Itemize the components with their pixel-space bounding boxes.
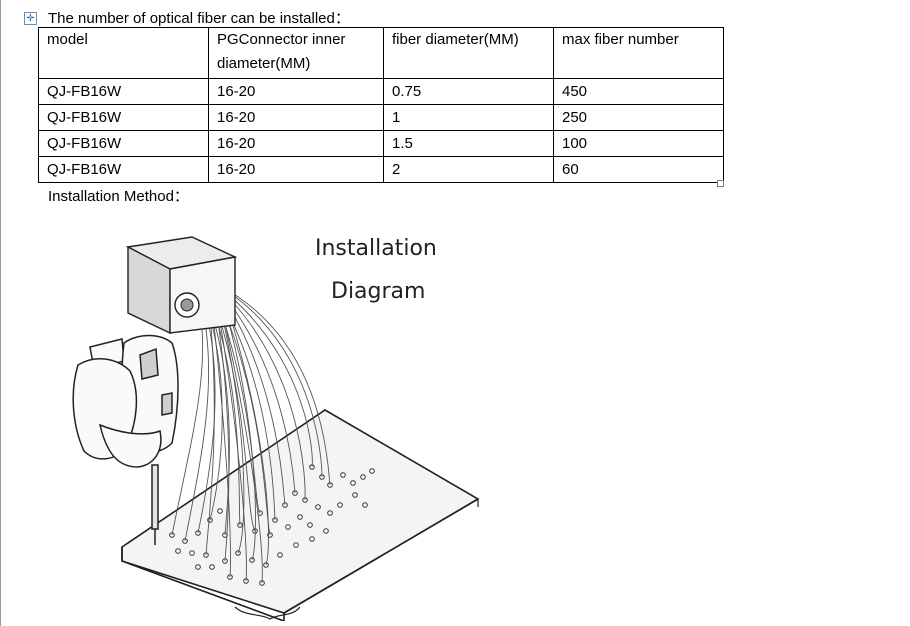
header-max-fiber-number: max fiber number — [553, 27, 724, 79]
section-heading: The number of optical fiber can be insta… — [48, 10, 350, 27]
optical-fibers — [171, 290, 331, 584]
table-row: QJ-FB16W 16-20 0.75 450 — [38, 78, 724, 105]
cell-fiber-diameter: 0.75 — [383, 78, 554, 105]
cell-connector-diameter: 16-20 — [208, 130, 384, 157]
cell-fiber-diameter: 2 — [383, 156, 554, 183]
header-model: model — [38, 27, 209, 79]
cell-connector-diameter: 16-20 — [208, 104, 384, 131]
page-left-border — [0, 0, 1, 626]
table-header-row: model PGConnector inner diameter(MM) fib… — [38, 27, 724, 79]
drill-illustration — [72, 334, 179, 545]
installation-diagram: Installation Diagram — [60, 215, 490, 621]
ceiling-board — [121, 409, 480, 621]
diagram-title-line1: Installation — [315, 236, 437, 261]
cell-connector-diameter: 16-20 — [208, 156, 384, 183]
cell-max-fiber-number: 250 — [553, 104, 724, 131]
cell-max-fiber-number: 450 — [553, 78, 724, 105]
cell-max-fiber-number: 100 — [553, 130, 724, 157]
table-resize-handle[interactable] — [717, 180, 724, 187]
cell-model: QJ-FB16W — [38, 78, 209, 105]
header-connector-diameter: PGConnector inner diameter(MM) — [208, 27, 384, 79]
cell-fiber-diameter: 1.5 — [383, 130, 554, 157]
table-row: QJ-FB16W 16-20 1 250 — [38, 104, 724, 131]
cell-model: QJ-FB16W — [38, 104, 209, 131]
cell-connector-diameter: 16-20 — [208, 78, 384, 105]
fiber-spec-table: model PGConnector inner diameter(MM) fib… — [38, 27, 724, 183]
installation-method-label: Installation Method： — [48, 188, 189, 205]
cell-model: QJ-FB16W — [38, 156, 209, 183]
diagram-title-line2: Diagram — [331, 279, 425, 304]
cell-max-fiber-number: 60 — [553, 156, 724, 183]
cell-fiber-diameter: 1 — [383, 104, 554, 131]
header-fiber-diameter: fiber diameter(MM) — [383, 27, 554, 79]
table-move-handle-icon[interactable]: ✛ — [24, 12, 37, 25]
cell-model: QJ-FB16W — [38, 130, 209, 157]
table-row: QJ-FB16W 16-20 2 60 — [38, 156, 724, 183]
board-cut-line — [234, 606, 301, 620]
light-source-box — [125, 236, 238, 335]
table-row: QJ-FB16W 16-20 1.5 100 — [38, 130, 724, 157]
